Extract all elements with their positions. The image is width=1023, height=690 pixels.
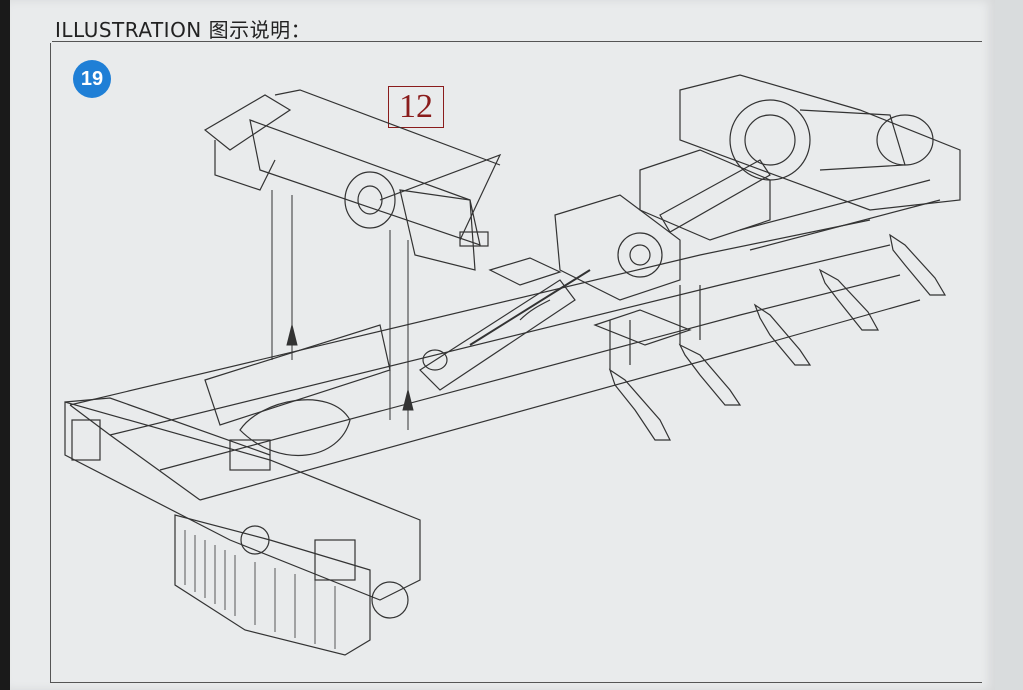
illustration-frame (50, 43, 982, 683)
section-title: ILLUSTRATION 图示说明： (55, 18, 312, 42)
next-page-edge (995, 0, 1023, 690)
cross-members (488, 257, 692, 346)
transfer-case (554, 194, 681, 301)
part-number-box: 12 (388, 86, 444, 128)
front-suspension (204, 324, 391, 471)
header-divider (52, 41, 982, 42)
engine-sump (174, 514, 409, 656)
rear-axles (639, 74, 961, 251)
frame-rails (69, 219, 921, 501)
assembly-guide-lines (271, 190, 414, 430)
step-number-badge: 19 (73, 60, 111, 98)
front-axle-assembly (203, 89, 502, 271)
manual-page (10, 0, 995, 690)
front-bumper (64, 397, 421, 601)
drive-shafts (419, 159, 771, 391)
suspension-hangers (608, 233, 947, 441)
